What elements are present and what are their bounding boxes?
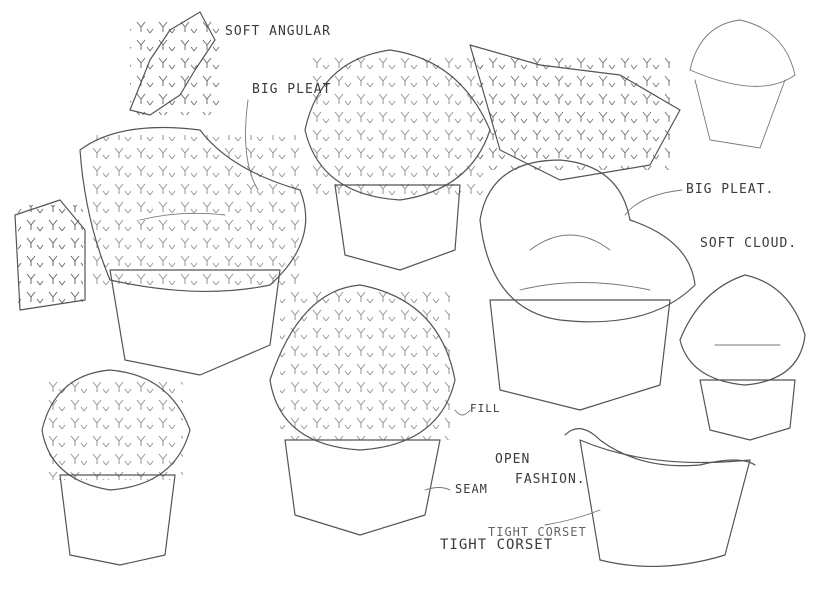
chair-sketch-a (79, 126, 307, 376)
label-soft-angular: SOFT ANGULAR (225, 24, 331, 39)
chair-sketch-b (304, 49, 491, 271)
label-open: OPEN (495, 452, 531, 467)
cupcake-outline-sketch (689, 19, 796, 149)
chair-sketch-d (679, 274, 806, 441)
label-fill: FILL (470, 402, 501, 415)
chair-sketch-e (41, 369, 191, 566)
label-tight-corset: TIGHT CORSET (440, 537, 554, 553)
label-tight-corset-overlay: TIGHT CORSET (488, 525, 587, 539)
chair-sketch-c (479, 159, 696, 411)
label-big-pleat-top: BIG PLEAT (252, 82, 332, 97)
annotation-leader-lines (245, 99, 683, 526)
label-soft-cloud: SOFT CLOUD. (700, 236, 798, 251)
texture-swatch-left (14, 199, 86, 311)
label-fashion: FASHION. (515, 472, 586, 487)
texture-swatch-angular (129, 11, 220, 116)
texture-swatch-right (469, 44, 681, 181)
chair-sketch-f (269, 284, 456, 536)
label-big-pleat-right: BIG PLEAT. (686, 182, 775, 197)
chair-sketch-g (564, 428, 756, 568)
label-seam: SEAM (455, 482, 488, 496)
